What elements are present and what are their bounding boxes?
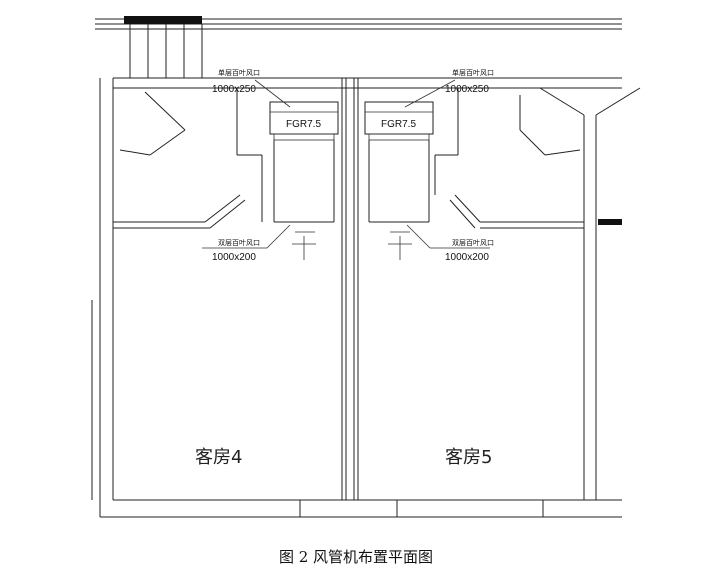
return-grille-size: 1000x200 bbox=[212, 252, 256, 263]
room-label-5: 客房5 bbox=[445, 447, 492, 468]
corridor-walls bbox=[95, 16, 622, 89]
figure-caption: 图 2 风管机布置平面图 bbox=[278, 548, 434, 566]
return-grille-label: 双层百叶风口 bbox=[218, 238, 260, 247]
room-label-4: 客房4 bbox=[195, 447, 242, 468]
return-grille-label: 双层百叶风口 bbox=[452, 238, 494, 247]
return-grille-size: 1000x200 bbox=[445, 252, 489, 263]
unit-model-label: FGR7.5 bbox=[286, 119, 321, 130]
supply-grille-size: 1000x250 bbox=[212, 84, 256, 95]
supply-grille-label: 单层百叶风口 bbox=[218, 68, 260, 77]
duct-unit-1: FGR7.5 单层百叶风口 1000x250 双层百叶风口 1000x200 bbox=[202, 68, 339, 263]
duct-unit-2: FGR7.5 单层百叶风口 1000x250 双层百叶风口 1000x200 bbox=[364, 68, 494, 263]
supply-grille-label: 单层百叶风口 bbox=[452, 68, 494, 77]
unit-model-label: FGR7.5 bbox=[381, 119, 416, 130]
walls bbox=[91, 78, 641, 518]
supply-grille-size: 1000x250 bbox=[445, 84, 489, 95]
